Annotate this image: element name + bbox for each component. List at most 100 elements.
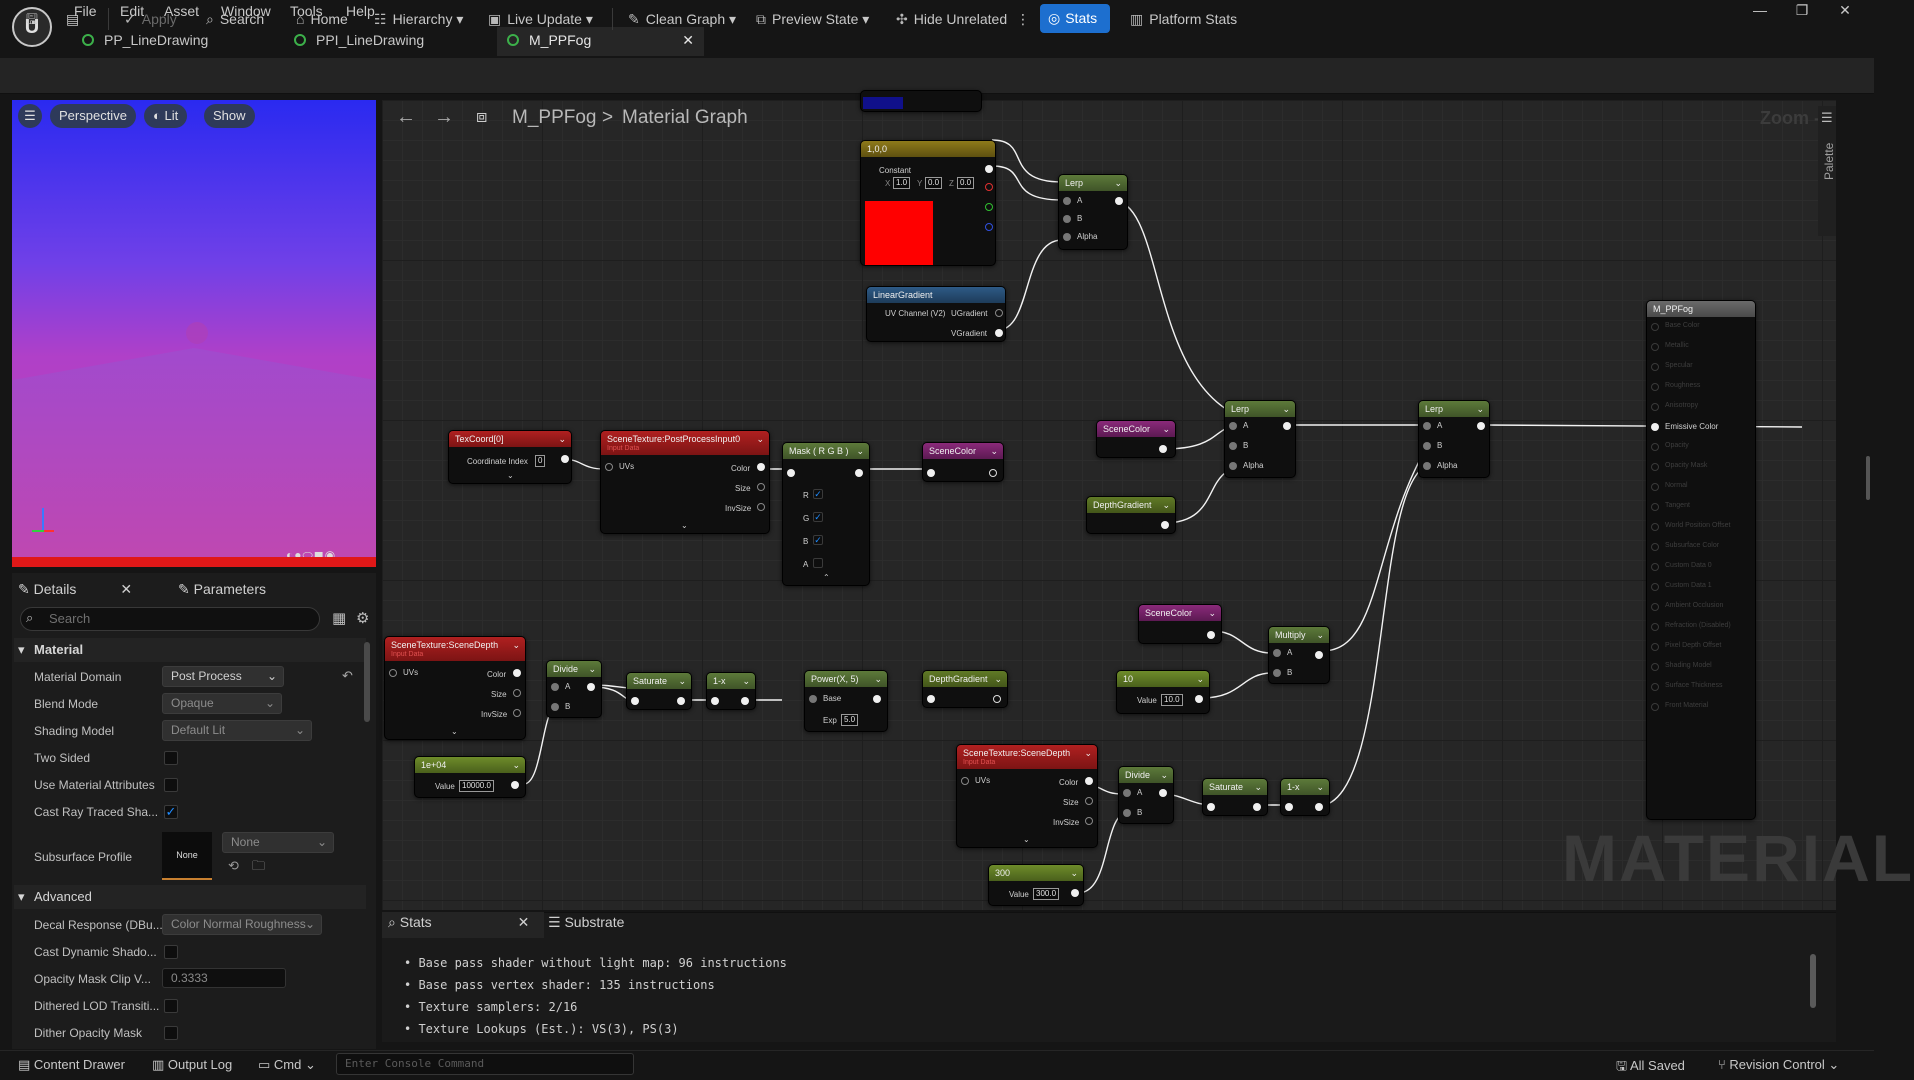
output-pin[interactable] bbox=[561, 455, 569, 463]
input-pin-alpha[interactable] bbox=[1423, 462, 1431, 470]
output-pin[interactable] bbox=[1207, 631, 1215, 639]
menu-window[interactable]: Window bbox=[221, 3, 271, 19]
output-pin[interactable] bbox=[989, 469, 997, 477]
output-pin[interactable] bbox=[1159, 789, 1167, 797]
close-icon[interactable]: ✕ bbox=[517, 914, 530, 930]
tab-parameters[interactable]: ✎ Parameters bbox=[178, 576, 266, 602]
result-input-pin[interactable] bbox=[1651, 503, 1659, 511]
result-input-pin[interactable] bbox=[1651, 323, 1659, 331]
cast-ray-traced-shadows-checkbox[interactable]: ✓ bbox=[164, 804, 178, 819]
node-scenecolor-3[interactable]: SceneColor⌄ bbox=[1138, 604, 1222, 644]
input-pin-a[interactable] bbox=[1423, 422, 1431, 430]
output-pin[interactable] bbox=[1253, 803, 1261, 811]
dithered-lod-checkbox[interactable] bbox=[164, 999, 178, 1013]
save-icon[interactable]: 🖫 bbox=[26, 11, 38, 27]
table-view-icon[interactable]: ▦ bbox=[332, 610, 347, 627]
output-pin[interactable] bbox=[1159, 445, 1167, 453]
node-constant-300[interactable]: 300⌄ Value 300.0 bbox=[988, 864, 1084, 906]
reset-arrow-icon[interactable]: ↶ bbox=[342, 668, 353, 683]
node-divide-1[interactable]: Divide⌄ A B bbox=[546, 660, 602, 718]
node-oneminus-1[interactable]: 1-x⌄ bbox=[706, 672, 756, 710]
input-pin[interactable] bbox=[711, 697, 719, 705]
expand-chevron-icon[interactable]: ⌄ bbox=[451, 727, 458, 736]
perspective-button[interactable]: Perspective bbox=[50, 104, 136, 128]
output-pin-b[interactable] bbox=[985, 223, 993, 231]
node-scenetexture-scenedepth-2[interactable]: SceneTexture:SceneDepth⌄ Input Data UVs … bbox=[956, 744, 1098, 848]
result-input-pin[interactable] bbox=[1651, 543, 1659, 551]
node-power[interactable]: Power(X, 5)⌄ Base Exp 5.0 bbox=[804, 670, 888, 732]
output-pin[interactable] bbox=[855, 469, 863, 477]
input-pin[interactable] bbox=[1285, 803, 1293, 811]
lit-button[interactable]: ◐ Lit bbox=[144, 104, 188, 128]
section-advanced[interactable]: ▾Advanced bbox=[14, 885, 366, 909]
browse-icon[interactable]: ▤ bbox=[66, 11, 80, 27]
result-input-pin[interactable] bbox=[1651, 383, 1659, 391]
result-input-pin[interactable] bbox=[1651, 663, 1659, 671]
cast-dynamic-shadow-checkbox[interactable] bbox=[164, 945, 178, 959]
output-pin[interactable] bbox=[757, 503, 765, 511]
collapse-chevron-icon[interactable]: ⌃ bbox=[823, 573, 830, 582]
preview-viewport[interactable]: ◐●⬭◼◉ bbox=[12, 100, 376, 567]
browse-folder-icon[interactable]: 🗀 bbox=[252, 858, 266, 873]
node-scenecolor-1[interactable]: SceneColor⌄ bbox=[922, 442, 1004, 482]
coordinate-index-field[interactable]: 0 bbox=[535, 455, 546, 467]
node-depthgradient-2[interactable]: DepthGradient⌄ bbox=[922, 670, 1008, 708]
node-divide-2[interactable]: Divide⌄ A B bbox=[1118, 766, 1174, 824]
input-pin-b[interactable] bbox=[1229, 442, 1237, 450]
output-pin[interactable] bbox=[993, 695, 1001, 703]
input-pin-a[interactable] bbox=[1273, 649, 1281, 657]
viewport-menu-button[interactable]: ☰ bbox=[18, 104, 42, 128]
result-input-pin[interactable] bbox=[1651, 523, 1659, 531]
output-log-button[interactable]: ▥ Output Log bbox=[152, 1057, 232, 1073]
input-pin-a[interactable] bbox=[1063, 197, 1071, 205]
power-exp-field[interactable]: 5.0 bbox=[841, 714, 859, 726]
mask-b-checkbox[interactable]: ✓ bbox=[813, 535, 823, 545]
node-lerp-middle[interactable]: Lerp⌄ A B Alpha bbox=[1224, 400, 1296, 478]
output-pin[interactable] bbox=[587, 683, 595, 691]
material-domain-dropdown[interactable]: Post Process⌄ bbox=[162, 666, 284, 687]
hide-unrelated-button[interactable]: ✣Hide Unrelated bbox=[896, 8, 1007, 30]
constant-value-field[interactable]: 300.0 bbox=[1033, 888, 1060, 900]
output-pin[interactable] bbox=[873, 695, 881, 703]
tab-ppi-linedrawing[interactable]: PPI_LineDrawing bbox=[284, 27, 489, 56]
search-button[interactable]: ⌕Search bbox=[206, 8, 264, 30]
result-input-pin[interactable] bbox=[1651, 623, 1659, 631]
section-material[interactable]: ▾Material bbox=[14, 638, 366, 662]
node-scenetexture-ppinput0[interactable]: SceneTexture:PostProcessInput0⌄ Input Da… bbox=[600, 430, 770, 534]
revision-control-button[interactable]: ⑂ Revision Control ⌄ bbox=[1718, 1057, 1840, 1072]
node-constant3vector[interactable]: 1,0,0 Constant X 1.0 Y 0.0 Z 0.0 bbox=[860, 140, 996, 266]
decal-response-dropdown[interactable]: Color Normal Roughness⌄ bbox=[162, 914, 322, 935]
opacity-mask-clip-field[interactable]: 0.3333 bbox=[162, 968, 286, 988]
result-input-pin[interactable] bbox=[1651, 683, 1659, 691]
output-pin[interactable] bbox=[513, 669, 521, 677]
input-pin-base[interactable] bbox=[809, 695, 817, 703]
more-options-icon[interactable]: ⋮ bbox=[1016, 11, 1030, 27]
node-saturate-2[interactable]: Saturate⌄ bbox=[1202, 778, 1268, 816]
input-pin-b[interactable] bbox=[1123, 809, 1131, 817]
details-search-input[interactable]: Search bbox=[20, 607, 320, 631]
constant-x-field[interactable]: 1.0 bbox=[893, 177, 911, 189]
node-scenecolor-2[interactable]: SceneColor⌄ bbox=[1096, 420, 1176, 458]
result-input-pin[interactable] bbox=[1651, 423, 1659, 431]
all-saved-button[interactable]: 🖫 All Saved bbox=[1616, 1057, 1685, 1079]
menu-file[interactable]: File bbox=[74, 3, 97, 19]
palette-sidebar[interactable]: ☰ Palette bbox=[1818, 106, 1836, 236]
result-input-pin[interactable] bbox=[1651, 483, 1659, 491]
show-button[interactable]: Show bbox=[204, 104, 255, 128]
input-pin-alpha[interactable] bbox=[1229, 462, 1237, 470]
output-pin[interactable] bbox=[995, 329, 1003, 337]
shading-model-dropdown[interactable]: Default Lit⌄ bbox=[162, 720, 312, 741]
use-selected-icon[interactable]: ⟲ bbox=[228, 858, 239, 873]
two-sided-checkbox[interactable] bbox=[164, 751, 178, 765]
output-pin[interactable] bbox=[1315, 651, 1323, 659]
output-pin[interactable] bbox=[1085, 797, 1093, 805]
input-pin-uvs[interactable] bbox=[389, 669, 397, 677]
result-input-pin[interactable] bbox=[1651, 643, 1659, 651]
output-pin[interactable] bbox=[1115, 197, 1123, 205]
node-vector-param[interactable] bbox=[860, 90, 982, 112]
output-pin[interactable] bbox=[1161, 521, 1169, 529]
menu-help[interactable]: Help bbox=[346, 3, 375, 19]
node-lerp-right[interactable]: Lerp⌄ A B Alpha bbox=[1418, 400, 1490, 478]
node-saturate-1[interactable]: Saturate⌄ bbox=[626, 672, 692, 710]
back-arrow-icon[interactable]: ← bbox=[396, 106, 416, 128]
